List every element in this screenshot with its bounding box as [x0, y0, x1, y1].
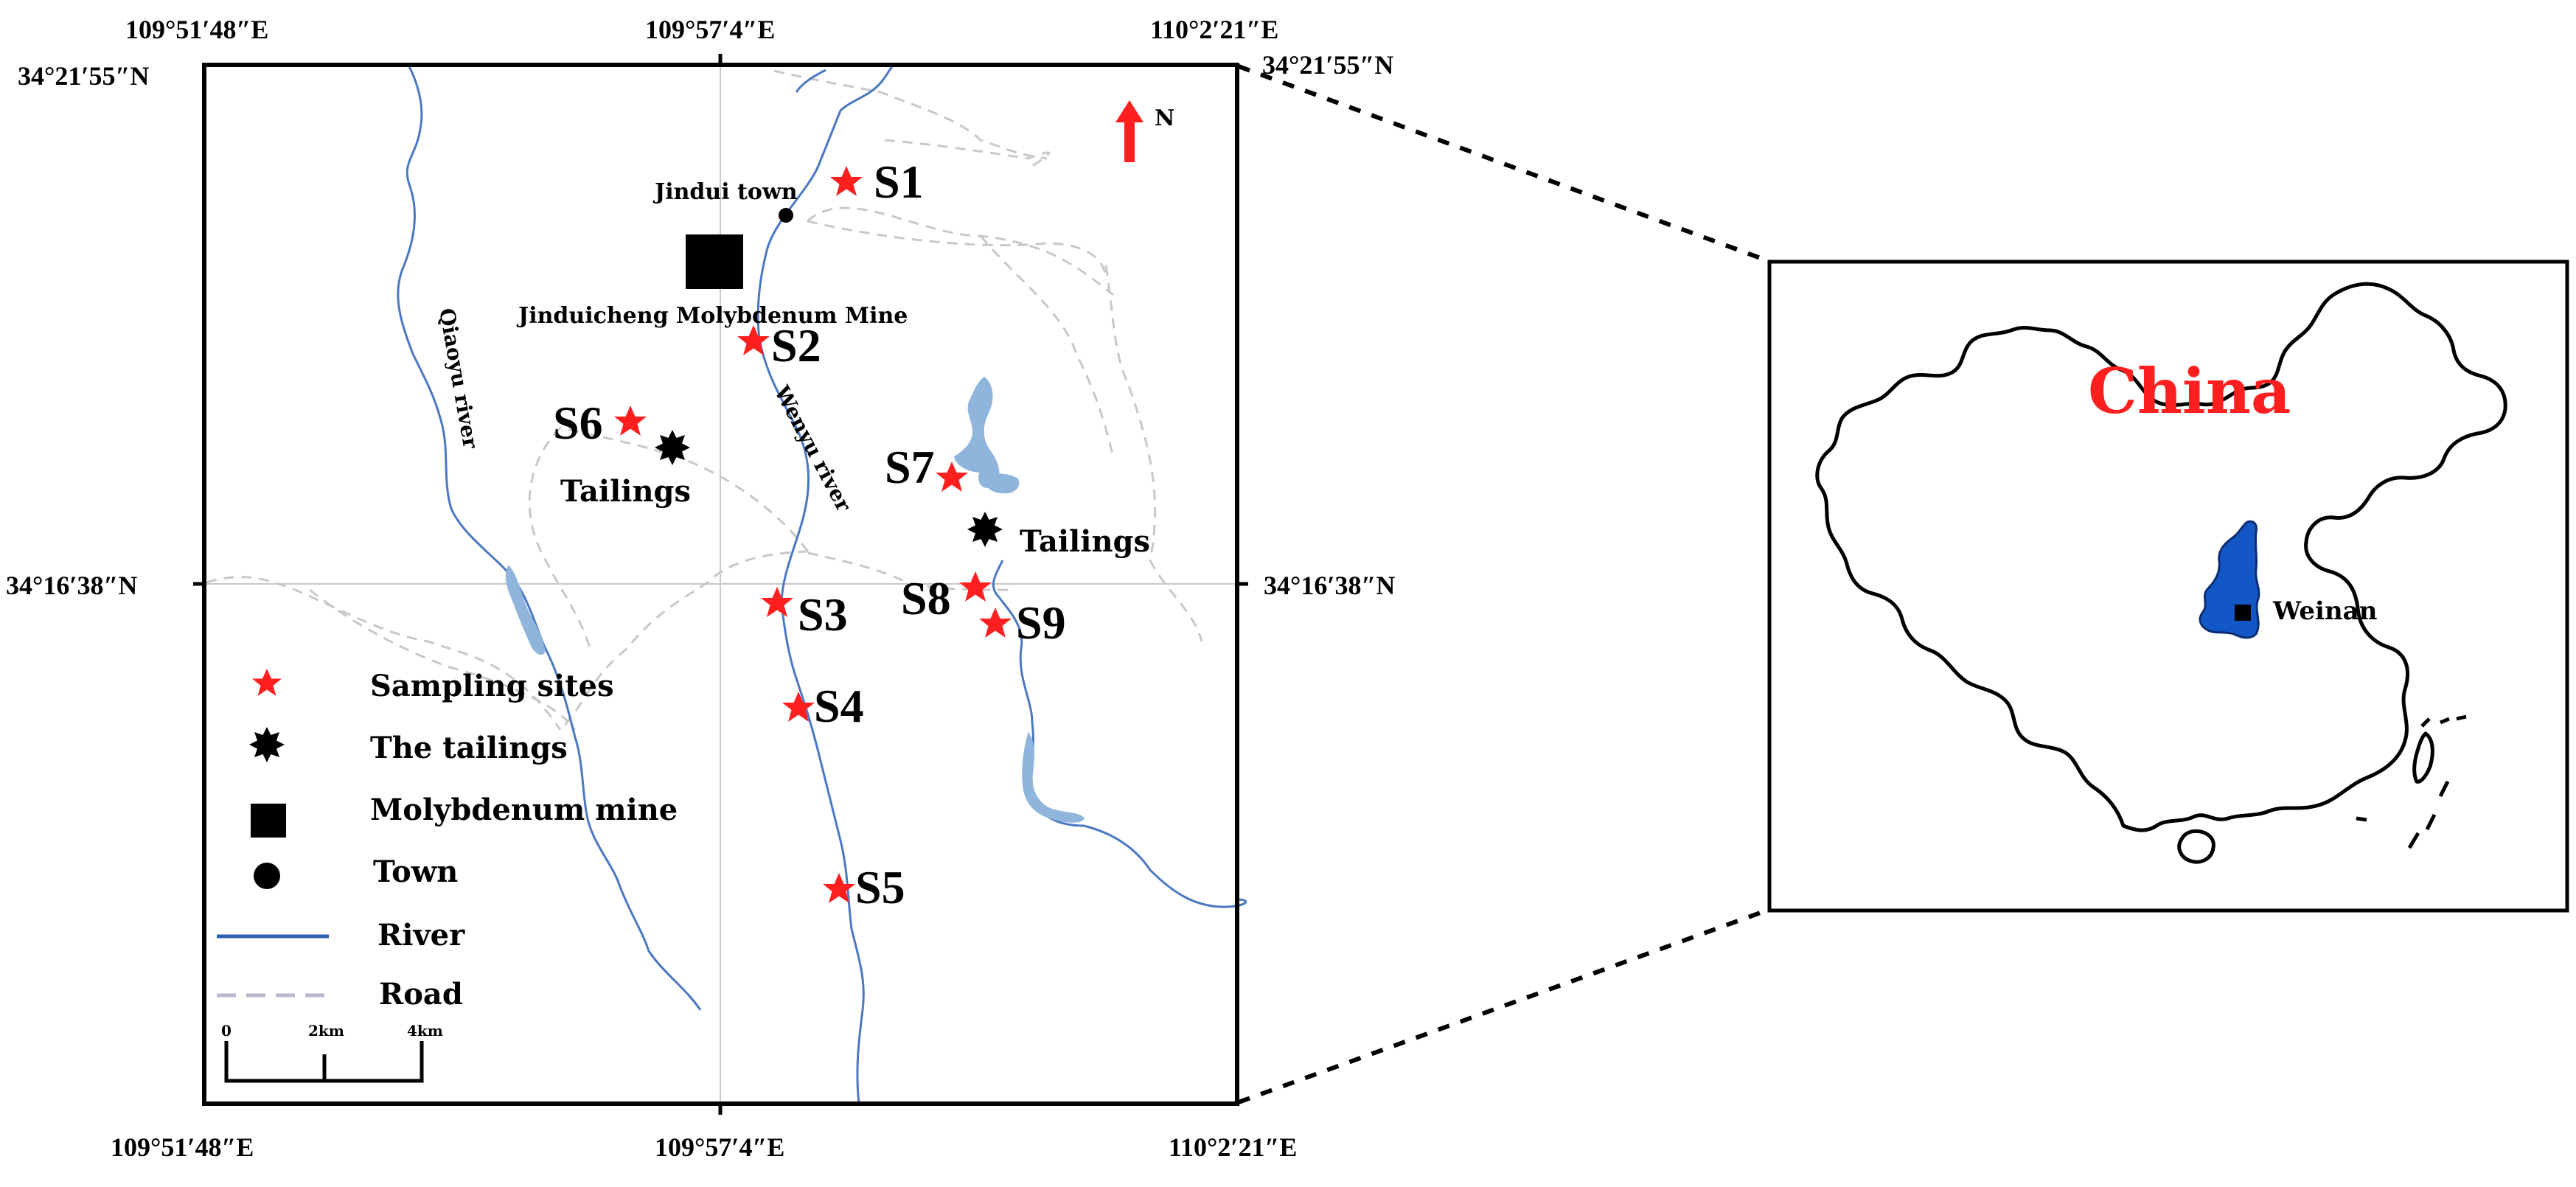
legend-star-icon [252, 669, 282, 696]
legend-mine-icon [251, 804, 286, 838]
north-label: N [1155, 105, 1174, 131]
site-s5-star-icon [823, 873, 855, 903]
wenyu-river-label: Wenyu river [769, 381, 856, 516]
eastern-reservoir [1022, 731, 1085, 823]
legend-river: River [377, 918, 465, 953]
top-left-lat: 34°21′55″N [18, 61, 149, 91]
town-label: Jindui town [652, 179, 798, 205]
taiwan-outline [2412, 731, 2434, 784]
top-mid-lon: 109°57′4″E [645, 15, 775, 44]
roads [206, 69, 1203, 731]
bottom-right-lon: 110°2′21″E [1169, 1132, 1297, 1162]
mid-left-lat: 34°16′38″N [6, 571, 137, 600]
top-left-lon: 109°51′48″E [125, 15, 268, 44]
site-s1-star-icon [830, 166, 863, 196]
site-s7-label: S7 [885, 441, 935, 493]
inset-map: Weinan China [1767, 260, 2569, 913]
weinan-label: Weinan [2272, 596, 2377, 626]
tailings-reservoir [953, 376, 1000, 488]
legend-town: Town [373, 854, 458, 889]
site-s3-star-icon [761, 587, 793, 617]
site-s8-star-icon [959, 571, 992, 602]
legend-mine: Molybdenum mine [370, 793, 678, 827]
south-sea-dashes [2356, 714, 2467, 849]
molybdenum-mine-marker [686, 234, 743, 289]
site-s1-label: S1 [874, 156, 924, 208]
rivers [397, 66, 1247, 1104]
legend-tailings-icon [249, 727, 285, 762]
main-map-frame [193, 54, 1248, 1115]
north-arrow-icon [1115, 100, 1143, 162]
reservoirs [505, 376, 1085, 823]
tailings-west-label: Tailings [560, 474, 691, 509]
hainan-outline [2177, 829, 2215, 864]
scale-label-0: 0 [221, 1022, 232, 1040]
site-labels: S1 S2 S3 S4 S5 S6 S7 S8 S9 [553, 156, 1066, 913]
scale-label-4: 4km [407, 1022, 443, 1040]
tailings-east-label: Tailings [1020, 524, 1150, 559]
site-s9-star-icon [979, 608, 1012, 638]
site-s6-star-icon [614, 405, 647, 436]
legend: Sampling sites The tailings Molybdenum m… [217, 669, 678, 1012]
mid-right-lat: 34°16′38″N [1264, 571, 1395, 600]
site-s2-star-icon [737, 325, 770, 355]
china-outline [1815, 282, 2507, 832]
bottom-mid-lon: 109°57′4″E [655, 1132, 784, 1162]
wenyu-river-line [756, 66, 894, 1104]
bottom-left-lon: 109°51′48″E [111, 1132, 254, 1162]
site-s2-label: S2 [771, 319, 821, 372]
qiaoyu-river-line [397, 66, 702, 1011]
scale-bar: 0 2km 4km [221, 1022, 443, 1083]
tailings-east-icon [967, 512, 1003, 547]
legend-road: Road [379, 977, 463, 1012]
top-right-lat: 34°21′55″N [1262, 50, 1393, 80]
site-s6-label: S6 [553, 397, 603, 449]
scale-label-2: 2km [308, 1022, 344, 1040]
legend-tailings: The tailings [370, 731, 568, 765]
qiaoyu-reservoir [505, 565, 546, 655]
legend-town-icon [254, 863, 280, 889]
top-right-lon: 110°2′21″E [1150, 15, 1278, 44]
inset-border [1767, 260, 2569, 913]
site-s9-label: S9 [1016, 596, 1066, 649]
border-ticks [193, 54, 1248, 1115]
site-s5-label: S5 [855, 861, 905, 913]
site-s3-label: S3 [798, 588, 848, 641]
legend-sampling-sites: Sampling sites [370, 669, 614, 703]
north-arrow: N [1115, 100, 1174, 162]
weinan-marker [2235, 605, 2251, 621]
town-marker [779, 208, 793, 223]
site-s8-label: S8 [901, 572, 951, 624]
site-s4-label: S4 [814, 680, 864, 732]
tailings-west-icon [655, 430, 690, 465]
coordinate-labels: 109°51′48″E 109°57′4″E 110°2′21″E 109°51… [6, 15, 1395, 1162]
china-label: China [2088, 355, 2291, 428]
qiaoyu-river-label: Qiaoyu river [434, 306, 483, 450]
mine-label: Jinduicheng Molybdenum Mine [516, 303, 908, 329]
